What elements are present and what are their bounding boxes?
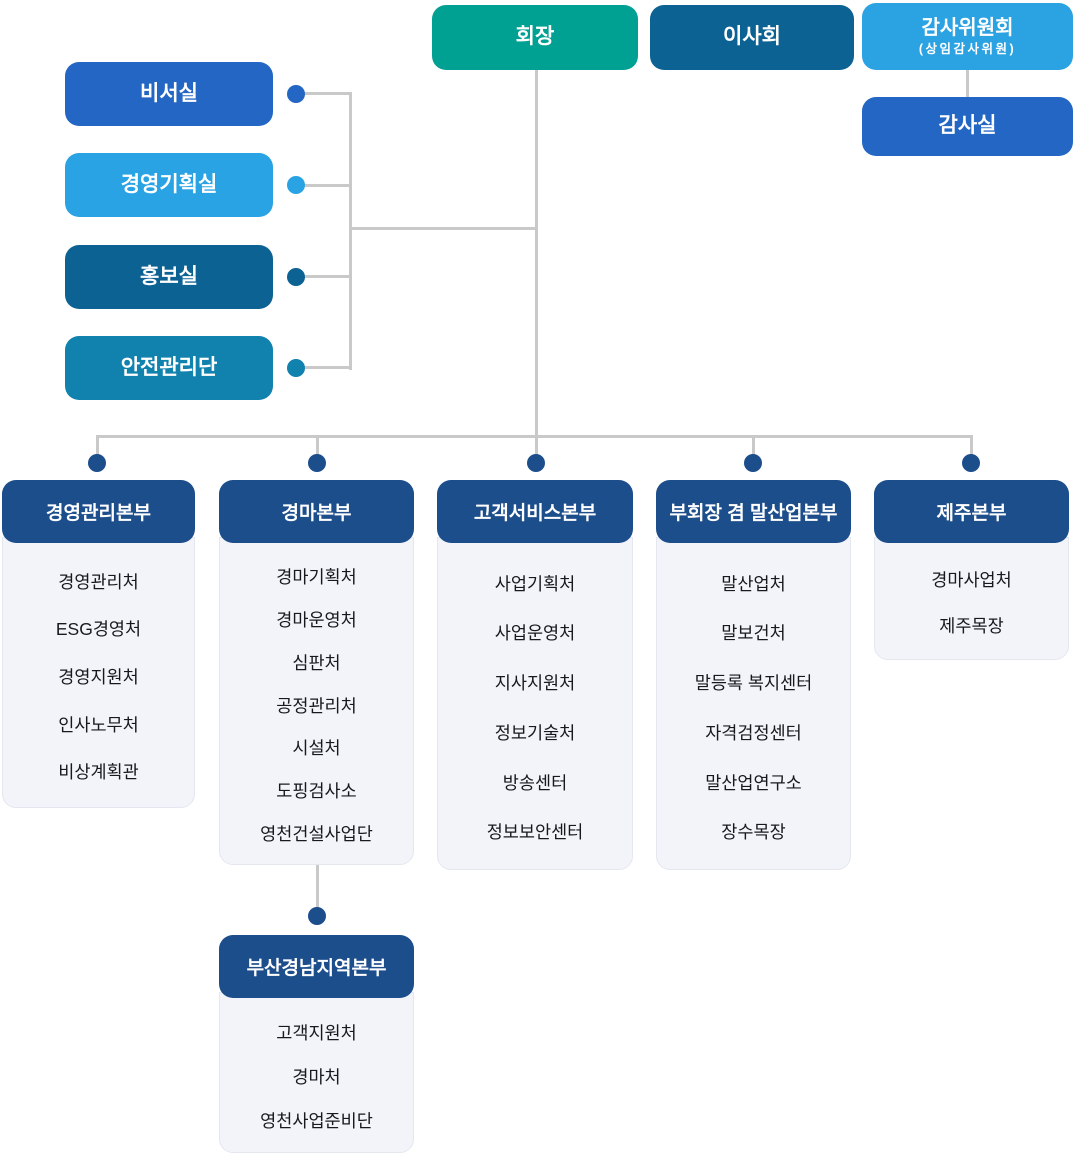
node-chairman: 회장 (432, 5, 638, 70)
node-board-label: 이사회 (723, 25, 781, 49)
org-unit: 도핑검사소 (276, 781, 357, 802)
connector-trunk (535, 70, 538, 437)
org-unit: 지사지원처 (494, 673, 576, 694)
division-header-racing: 경마본부 (219, 480, 414, 543)
connector-stub-2 (315, 435, 319, 456)
org-unit: ESG경영처 (55, 619, 142, 640)
connector-busan (315, 864, 319, 909)
division-panel-horse-industry: 말산업처 말보건처 말등록 복지센터 자격검정센터 말산업연구소 장수목장 (656, 537, 851, 870)
org-unit: 말산업처 (721, 573, 786, 594)
dot-division-3 (527, 454, 545, 472)
node-chairman-label: 회장 (515, 25, 555, 49)
connector-staff-h1 (296, 92, 352, 95)
connector-stub-3 (534, 435, 538, 456)
node-planning-office: 경영기획실 (65, 153, 273, 217)
node-audit-office: 감사실 (862, 97, 1073, 156)
org-unit: 경영지원처 (58, 666, 139, 687)
connector-staff-vertical (349, 93, 352, 370)
node-audit-office-label: 감사실 (938, 114, 997, 138)
org-unit: 심판처 (292, 652, 341, 673)
division-header-jeju-label: 제주본부 (936, 503, 1007, 524)
division-panel-management: 경영관리처 ESG경영처 경영지원처 인사노무처 비상계획관 (2, 537, 195, 808)
node-pr-office: 홍보실 (65, 245, 273, 309)
org-unit: 영천건설사업단 (260, 824, 373, 845)
org-unit: 자격검정센터 (705, 722, 802, 743)
org-unit: 정보기술처 (494, 722, 576, 743)
org-unit: 영천사업준비단 (260, 1111, 373, 1131)
node-audit-committee-label: 감사위원회 (921, 16, 1014, 39)
dot-division-2 (308, 454, 326, 472)
org-unit: 공정관리처 (276, 695, 357, 716)
org-unit: 사업운영처 (494, 623, 576, 644)
division-header-management: 경영관리본부 (2, 480, 195, 543)
node-audit-committee: 감사위원회 (상임감사위원) (862, 3, 1073, 70)
dot-safety-office (287, 359, 305, 377)
node-safety-office-label: 안전관리단 (120, 355, 218, 379)
org-unit: 장수목장 (721, 822, 786, 843)
org-unit: 인사노무처 (58, 714, 139, 735)
division-panel-racing: 경마기획처 경마운영처 심판처 공정관리처 시설처 도핑검사소 영천건설사업단 (219, 537, 414, 865)
division-header-horse-industry-label: 부회장 겸 말산업본부 (669, 503, 838, 524)
node-secretary-office: 비서실 (65, 62, 273, 126)
dot-division-5 (962, 454, 980, 472)
division-header-busan-gyeongnam: 부산경남지역본부 (219, 935, 414, 998)
org-unit: 경마운영처 (276, 609, 357, 630)
dot-busan-division (308, 907, 326, 925)
division-panel-busan-gyeongnam: 고객지원처 경마처 영천사업준비단 (219, 992, 414, 1153)
org-unit: 경마사업처 (931, 570, 1012, 590)
org-unit: 고객지원처 (276, 1023, 357, 1043)
dot-division-4 (744, 454, 762, 472)
org-unit: 시설처 (292, 738, 341, 759)
connector-staff-h3 (296, 275, 352, 278)
org-unit: 말등록 복지센터 (694, 673, 813, 694)
org-unit: 제주목장 (939, 616, 1004, 636)
division-header-customer-service-label: 고객서비스본부 (473, 503, 597, 524)
node-secretary-office-label: 비서실 (140, 81, 198, 105)
node-planning-office-label: 경영기획실 (120, 172, 218, 196)
org-unit: 말보건처 (721, 623, 786, 644)
org-unit: 정보보안센터 (486, 822, 584, 843)
division-header-management-label: 경영관리본부 (46, 503, 151, 524)
division-header-customer-service: 고객서비스본부 (437, 480, 633, 543)
dot-pr-office (287, 268, 305, 286)
node-pr-office-label: 홍보실 (140, 264, 198, 288)
connector-stub-5 (969, 435, 973, 456)
node-safety-office: 안전관리단 (65, 336, 273, 400)
org-unit: 비상계획관 (58, 762, 139, 783)
division-panel-customer-service: 사업기획처 사업운영처 지사지원처 정보기술처 방송센터 정보보안센터 (437, 537, 633, 870)
connector-staff-h2 (296, 184, 352, 187)
dot-division-1 (88, 454, 106, 472)
node-audit-committee-sublabel: (상임감사위원) (918, 41, 1017, 56)
org-unit: 사업기획처 (494, 573, 576, 594)
connector-stub-1 (95, 435, 99, 456)
node-board: 이사회 (650, 5, 854, 70)
org-unit: 경마처 (292, 1067, 341, 1087)
division-header-busan-gyeongnam-label: 부산경남지역본부 (246, 958, 387, 979)
connector-staff-bridge (350, 227, 537, 230)
org-unit: 경영관리처 (58, 571, 139, 592)
division-panel-jeju: 경마사업처 제주목장 (874, 537, 1069, 660)
org-unit: 방송센터 (502, 772, 568, 793)
division-header-jeju: 제주본부 (874, 480, 1069, 543)
org-unit: 말산업연구소 (705, 772, 802, 793)
dot-secretary-office (287, 85, 305, 103)
division-header-racing-label: 경마본부 (281, 503, 352, 524)
connector-stub-4 (751, 435, 755, 456)
org-unit: 경마기획처 (276, 566, 357, 587)
division-header-horse-industry: 부회장 겸 말산업본부 (656, 480, 851, 543)
connector-staff-h4 (296, 366, 352, 369)
connector-audit (966, 70, 969, 98)
dot-planning-office (287, 176, 305, 194)
